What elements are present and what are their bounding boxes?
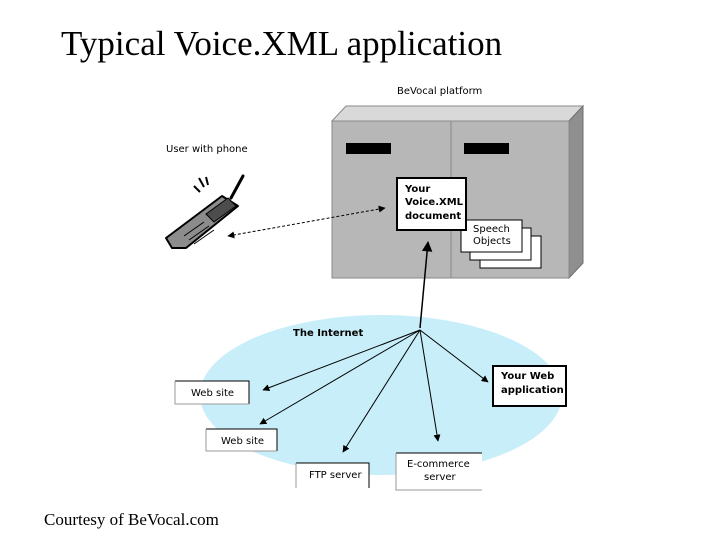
web-application: Your Web application — [492, 365, 567, 407]
ftp-server: FTP server — [295, 462, 370, 488]
phone-icon — [165, 174, 245, 249]
slide-title: Typical Voice.XML application — [61, 24, 503, 63]
hub-document-link — [419, 240, 433, 329]
slide-caption: Courtesy of BeVocal.com — [44, 510, 219, 529]
platform-slot-right — [464, 143, 509, 154]
web-site-1-label: Web site — [191, 388, 234, 399]
platform-label: BeVocal platform — [397, 86, 482, 97]
platform-side — [568, 104, 584, 280]
internet-label: The Internet — [293, 328, 363, 339]
phone-document-link — [227, 205, 386, 239]
user-label: User with phone — [166, 144, 248, 155]
voicexml-document: Your Voice.XML document — [396, 177, 467, 231]
web-site-1: Web site — [174, 380, 250, 405]
web-site-2: Web site — [205, 428, 278, 452]
speech-label-line2: Objects — [473, 236, 511, 247]
web-app-label-line2: application — [501, 385, 564, 396]
speech-label-line1: Speech — [473, 224, 510, 235]
web-site-2-label: Web site — [221, 436, 264, 447]
ftp-label: FTP server — [309, 470, 362, 481]
platform-slot-left — [346, 143, 391, 154]
speech-objects: Speech Objects — [460, 219, 542, 269]
document-label-line3: document — [405, 211, 461, 222]
ecommerce-server: E-commerce server — [395, 452, 482, 491]
web-app-label-line1: Your Web — [500, 371, 554, 382]
internet-cloud — [200, 315, 562, 475]
document-label-line2: Voice.XML — [405, 197, 464, 208]
ecommerce-label-line2: server — [424, 472, 457, 483]
platform-top — [330, 105, 585, 122]
document-label-line1: Your — [404, 184, 430, 195]
internet-links — [259, 329, 489, 453]
ecommerce-label-line1: E-commerce — [407, 459, 470, 470]
